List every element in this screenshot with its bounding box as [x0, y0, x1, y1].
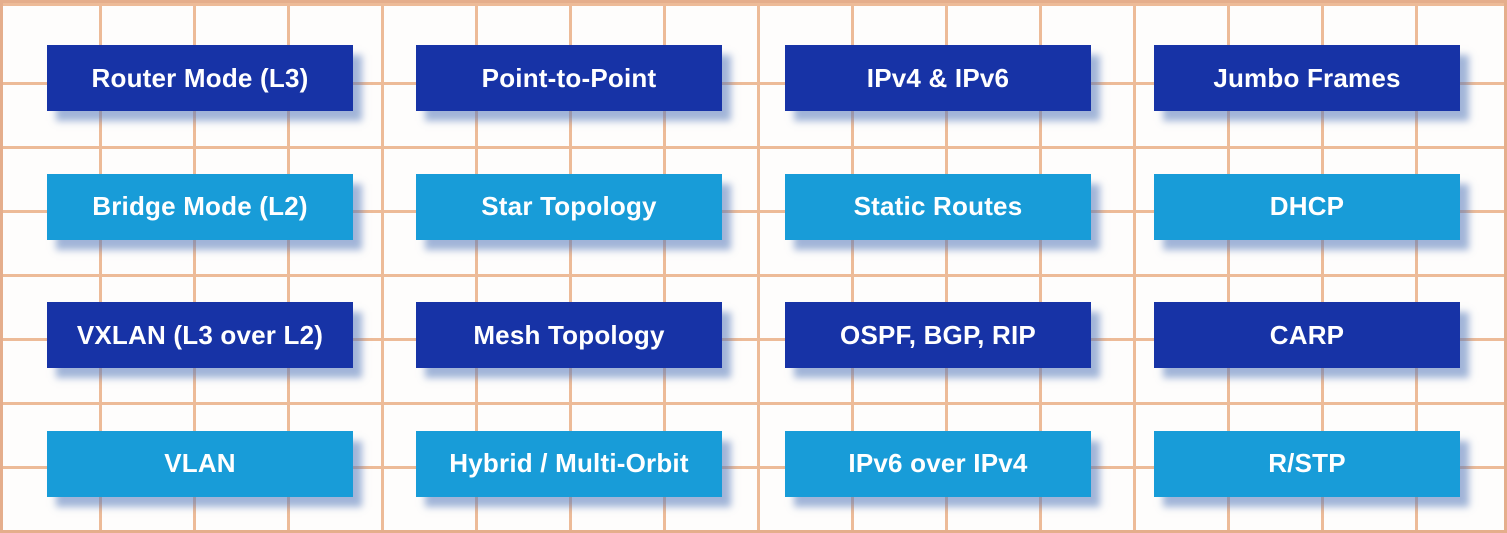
box-label: VXLAN (L3 over L2): [76, 319, 324, 350]
box-ipv6-over-ipv4: IPv6 over IPv4: [785, 430, 1091, 497]
box-label: Point-to-Point: [481, 62, 657, 93]
box-jumbo-frames: Jumbo Frames: [1154, 45, 1460, 111]
box-label: OSPF, BGP, RIP: [840, 319, 1036, 350]
box-label: Router Mode (L3): [91, 62, 309, 93]
box-point-to-point: Point-to-Point: [416, 45, 722, 111]
box-vlan: VLAN: [47, 430, 353, 497]
box-label: VLAN: [164, 448, 236, 479]
box-label: Static Routes: [853, 191, 1023, 222]
box-label: Bridge Mode (L2): [92, 191, 308, 222]
box-router-mode-l3: Router Mode (L3): [47, 45, 353, 111]
box-label: Jumbo Frames: [1213, 62, 1401, 93]
box-star-topology: Star Topology: [416, 173, 722, 240]
feature-grid: Router Mode (L3) Point-to-Point IPv4 & I…: [47, 45, 1460, 497]
box-dhcp: DHCP: [1154, 173, 1460, 240]
box-label: R/STP: [1268, 448, 1346, 479]
box-carp: CARP: [1154, 302, 1460, 369]
box-bridge-mode-l2: Bridge Mode (L2): [47, 173, 353, 240]
box-mesh-topology: Mesh Topology: [416, 302, 722, 369]
box-vxlan-l3-over-l2: VXLAN (L3 over L2): [47, 302, 353, 369]
box-ipv4-and-ipv6: IPv4 & IPv6: [785, 45, 1091, 111]
box-label: Hybrid / Multi-Orbit: [449, 448, 689, 479]
box-label: DHCP: [1269, 191, 1345, 222]
box-label: IPv6 over IPv4: [848, 448, 1028, 479]
box-static-routes: Static Routes: [785, 173, 1091, 240]
box-label: Mesh Topology: [473, 319, 665, 350]
box-ospf-bgp-rip: OSPF, BGP, RIP: [785, 302, 1091, 369]
box-label: IPv4 & IPv6: [866, 62, 1010, 93]
box-label: CARP: [1269, 319, 1345, 350]
box-rstp: R/STP: [1154, 430, 1460, 497]
box-hybrid-multi-orbit: Hybrid / Multi-Orbit: [416, 430, 722, 497]
box-label: Star Topology: [481, 191, 657, 222]
